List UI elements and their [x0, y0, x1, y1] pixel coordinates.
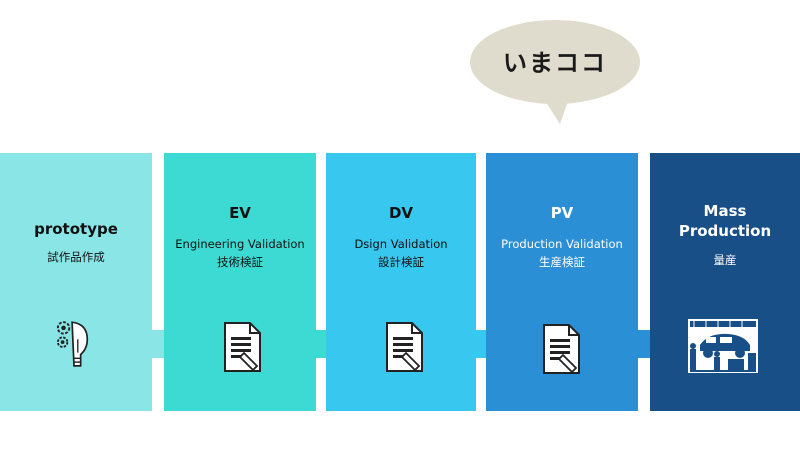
- document-pen-icon: [386, 322, 423, 372]
- stage-subtitle-ja: 技術検証: [217, 255, 263, 269]
- stage-subtitle-ja: 設計検証: [378, 255, 424, 269]
- document-pen-icon: [543, 324, 580, 374]
- stage-mass-production: Mass Production 量産: [650, 153, 800, 411]
- speech-bubble: [470, 20, 640, 124]
- factory-photo-icon: [688, 319, 758, 373]
- stage-subtitle-en: Engineering Validation: [175, 237, 305, 251]
- stage-title-line-1: Mass: [703, 202, 747, 220]
- stage-subtitle: 量産: [713, 253, 737, 267]
- stage-pv: PV Production Validation 生産検証: [486, 153, 638, 411]
- callout-text: いまココ: [503, 49, 607, 77]
- gear-lightbulb-icon: [56, 321, 89, 367]
- stage-title: EV: [229, 204, 251, 222]
- stage-prototype: prototype 試作品作成: [0, 153, 152, 411]
- stage-title-line-2: Production: [678, 222, 772, 240]
- stage-ev: EV Engineering Validation 技術検証: [164, 153, 316, 411]
- stage-title: prototype: [34, 220, 118, 238]
- stage-subtitle-en: Dsign Validation: [354, 237, 448, 251]
- stage-title: PV: [550, 204, 574, 222]
- stage-title: DV: [388, 204, 414, 222]
- stage-dv: DV Dsign Validation 設計検証: [326, 153, 476, 411]
- stage-subtitle-en: Production Validation: [501, 237, 623, 251]
- document-pen-icon: [224, 322, 261, 372]
- stage-subtitle: 試作品作成: [47, 250, 105, 264]
- stage-subtitle-ja: 生産検証: [539, 255, 585, 269]
